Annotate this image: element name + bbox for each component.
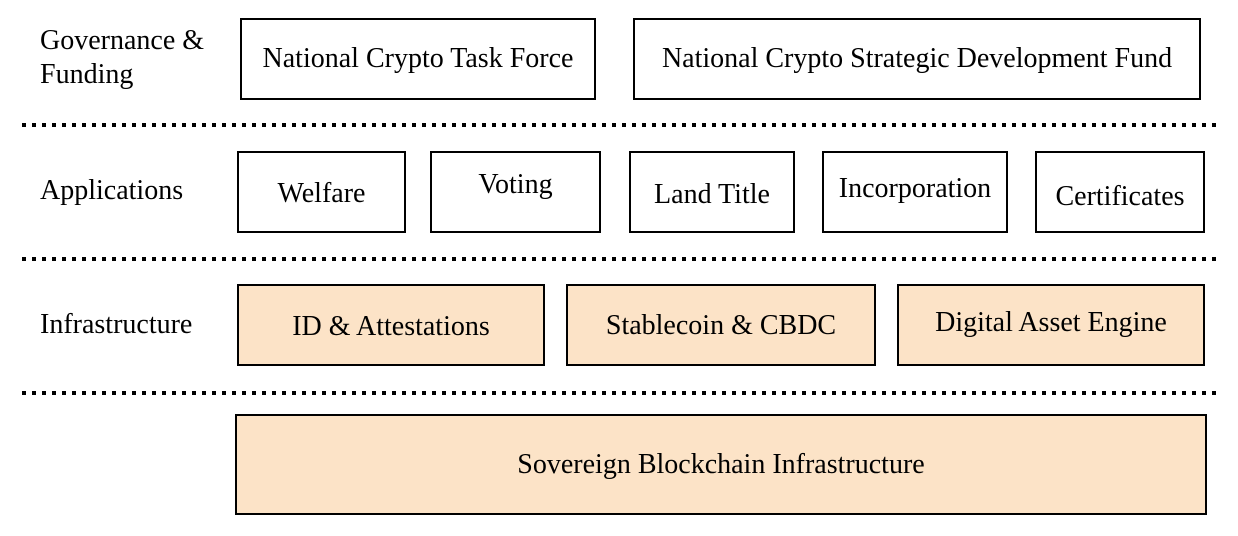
- box-label: Stablecoin & CBDC: [605, 310, 837, 341]
- box-label: Voting: [478, 169, 553, 200]
- box-voting: Voting: [430, 151, 601, 233]
- box-national-crypto-strategic-development-fund: National Crypto Strategic Development Fu…: [633, 18, 1201, 100]
- box-label: Welfare: [277, 178, 366, 209]
- box-incorporation: Incorporation: [822, 151, 1008, 233]
- box-label: Incorporation: [838, 173, 992, 204]
- box-label: National Crypto Strategic Development Fu…: [661, 43, 1173, 74]
- box-digital-asset-engine: Digital Asset Engine: [897, 284, 1205, 366]
- layer-label-governance-funding: Governance & Funding: [40, 25, 205, 90]
- box-label: National Crypto Task Force: [262, 43, 574, 74]
- box-label: ID & Attestations: [292, 311, 490, 342]
- box-sovereign-blockchain-infrastructure: Sovereign Blockchain Infrastructure: [235, 414, 1207, 515]
- box-certificates: Certificates: [1035, 151, 1205, 233]
- box-welfare: Welfare: [237, 151, 406, 233]
- box-label: Digital Asset Engine: [935, 307, 1167, 338]
- dotted-separator: [22, 257, 1218, 261]
- box-stablecoin-cbdc: Stablecoin & CBDC: [566, 284, 876, 366]
- box-national-crypto-task-force: National Crypto Task Force: [240, 18, 596, 100]
- box-id-attestations: ID & Attestations: [237, 284, 545, 366]
- box-label: Certificates: [1055, 181, 1185, 212]
- box-label: Land Title: [654, 179, 770, 210]
- layer-label-infrastructure: Infrastructure: [40, 309, 193, 340]
- layer-label-applications: Applications: [40, 175, 184, 206]
- box-label: Sovereign Blockchain Infrastructure: [517, 448, 925, 480]
- dotted-separator: [22, 123, 1218, 127]
- box-land-title: Land Title: [629, 151, 795, 233]
- dotted-separator: [22, 391, 1218, 395]
